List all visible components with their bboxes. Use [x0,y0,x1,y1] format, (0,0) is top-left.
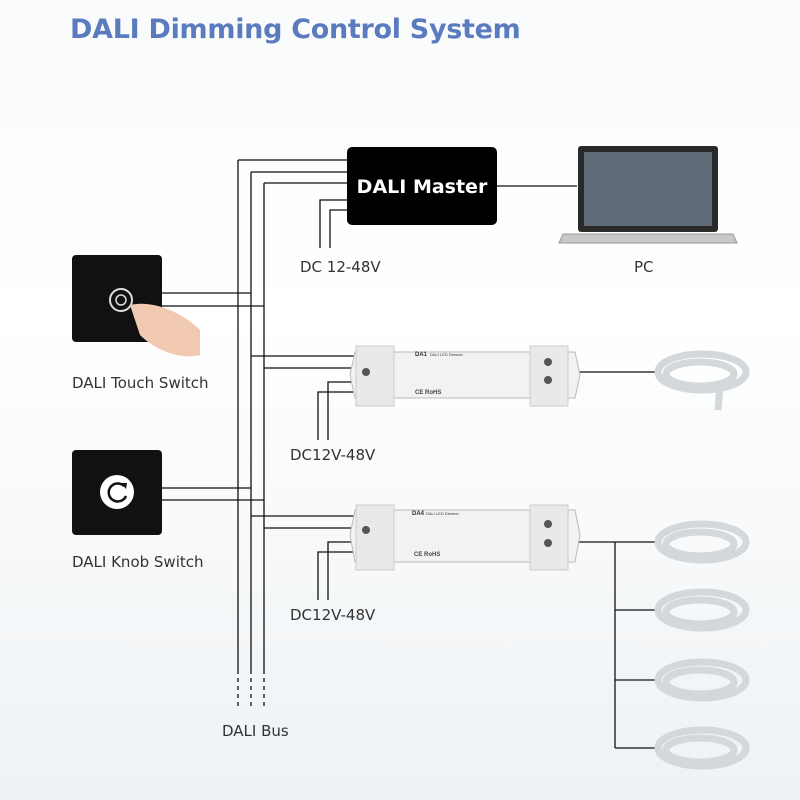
master-power-label: DC 12-48V [300,258,381,276]
led-strip-icon [654,588,750,632]
dimmer2-power-label: DC12V-48V [290,606,376,624]
led-strip-icon [654,658,750,702]
dimmer1-model: DA1 [415,352,428,358]
dimmer-da4: DA4 DALI LED Dimmer CE RoHS [349,504,581,571]
pc-label: PC [634,258,654,276]
dimmer1-cert: CE RoHS [415,390,441,396]
dimmer2-model: DA4 [412,511,425,517]
knob-icon [100,475,134,509]
touch-icon [109,288,133,312]
dimmer1-power-label: DC12V-48V [290,446,376,464]
dimmer1-name: DALI LED Dimmer [430,352,464,357]
bus-continuation [237,670,265,708]
dimmer2-cert: CE RoHS [414,552,440,558]
master-label: DALI Master [357,176,488,198]
led-strip-icon [654,350,750,411]
dali-bus-label: DALI Bus [222,722,289,740]
hand-icon [130,303,200,357]
dimmer2-name: DALI LED Dimmer [426,511,460,516]
diagram-title: DALI Dimming Control System [70,14,521,45]
touch-switch-label: DALI Touch Switch [72,374,209,392]
led-strip-icon [654,726,750,770]
dimmer-da1: DA1 DALI LED Dimmer CE RoHS [349,345,581,407]
knob-switch-label: DALI Knob Switch [72,553,204,571]
laptop-icon [558,146,738,244]
dali-master-device: DALI Master [347,147,497,225]
led-strips [654,350,750,770]
knob-switch-device [72,450,162,535]
led-strip-icon [654,520,750,564]
touch-switch-device [72,255,200,357]
wires [162,159,655,749]
